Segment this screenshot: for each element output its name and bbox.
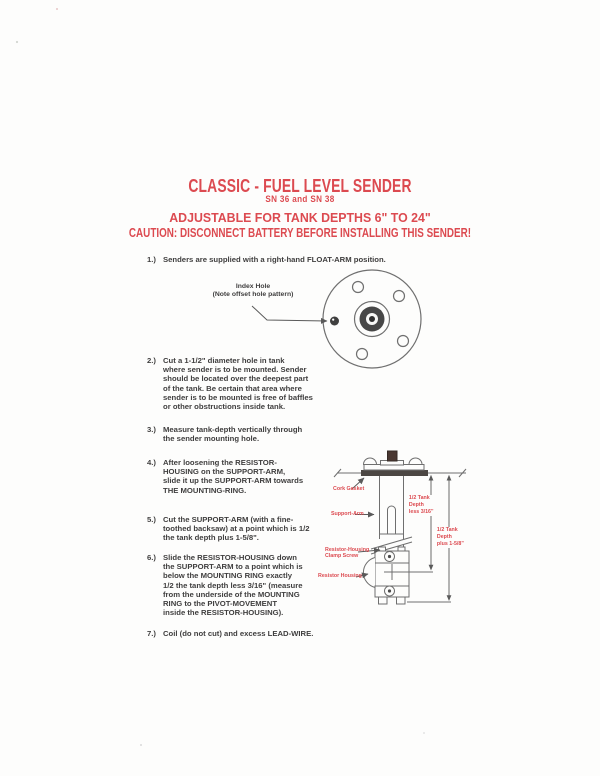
- step-number: 3.): [147, 425, 156, 434]
- caution-line: CAUTION: DISCONNECT BATTERY BEFORE INSTA…: [128, 225, 472, 240]
- dimension-label-plus: 1/2 Tank Depth plus 1-5/8": [436, 527, 465, 548]
- step-number: 2.): [147, 356, 156, 365]
- step-1: 1.) Senders are supplied with a right-ha…: [147, 255, 447, 264]
- step-4: 4.) After loosening the RESISTOR- HOUSIN…: [147, 458, 447, 495]
- step-number: 1.): [147, 255, 156, 264]
- index-hole-label: Index Hole (Note offset hole pattern): [212, 283, 294, 298]
- step-number: 6.): [147, 553, 156, 562]
- model-numbers: SN 36 and SN 38: [265, 194, 335, 204]
- index-hole-leader-arrow: [251, 305, 328, 324]
- step-text: Cut the SUPPORT-ARM (with a fine- toothe…: [163, 515, 310, 543]
- cork-gasket-label: Cork Gasket: [333, 485, 365, 492]
- step-2: 2.) Cut a 1-1/2" diameter hole in tank w…: [147, 356, 447, 411]
- flange-top-view-drawing: [251, 269, 422, 369]
- sender-assembly-drawing: [333, 450, 467, 605]
- resistor-housing-label: Resistor Housing: [318, 573, 362, 579]
- step-number: 7.): [147, 629, 156, 638]
- support-arm-slot: [387, 505, 396, 534]
- adjustable-range-line: ADJUSTABLE FOR TANK DEPTHS 6" TO 24": [169, 210, 431, 225]
- dimension-arrowheads: [428, 474, 452, 601]
- step-number: 4.): [147, 458, 156, 467]
- step-7: 7.) Coil (do not cut) and excess LEAD-WI…: [147, 629, 447, 638]
- scan-specks: [15, 8, 425, 746]
- step-text: Coil (do not cut) and excess LEAD-WIRE.: [163, 629, 314, 638]
- page-title: CLASSIC - FUEL LEVEL SENDER: [188, 175, 412, 196]
- resistor-housing-bulge: [362, 557, 376, 588]
- cork-gasket-bar: [361, 470, 428, 476]
- step-3: 3.) Measure tank-depth vertically throug…: [147, 425, 447, 443]
- step-text: Slide the RESISTOR-HOUSING down the SUPP…: [163, 553, 303, 618]
- index-hole: [330, 316, 339, 326]
- step-number: 5.): [147, 515, 156, 524]
- step-6: 6.) Slide the RESISTOR-HOUSING down the …: [147, 553, 447, 617]
- label-leader-arrows: [351, 477, 381, 579]
- step-text: After loosening the RESISTOR- HOUSING on…: [163, 458, 304, 495]
- dimension-label-less: 1/2 Tank Depth less 3/16": [408, 495, 435, 516]
- support-arm-label: Support-Arm: [331, 511, 364, 517]
- step-text: Senders are supplied with a right-hand F…: [163, 255, 386, 264]
- terminal-stud: [387, 450, 398, 462]
- step-text: Measure tank-depth vertically through th…: [163, 425, 303, 444]
- step-5: 5.) Cut the SUPPORT-ARM (with a fine- to…: [147, 515, 447, 543]
- step-text: Cut a 1-1/2" diameter hole in tank where…: [163, 356, 313, 412]
- clamp-screw-label: Resistor-Housing Clamp Screw: [325, 546, 370, 560]
